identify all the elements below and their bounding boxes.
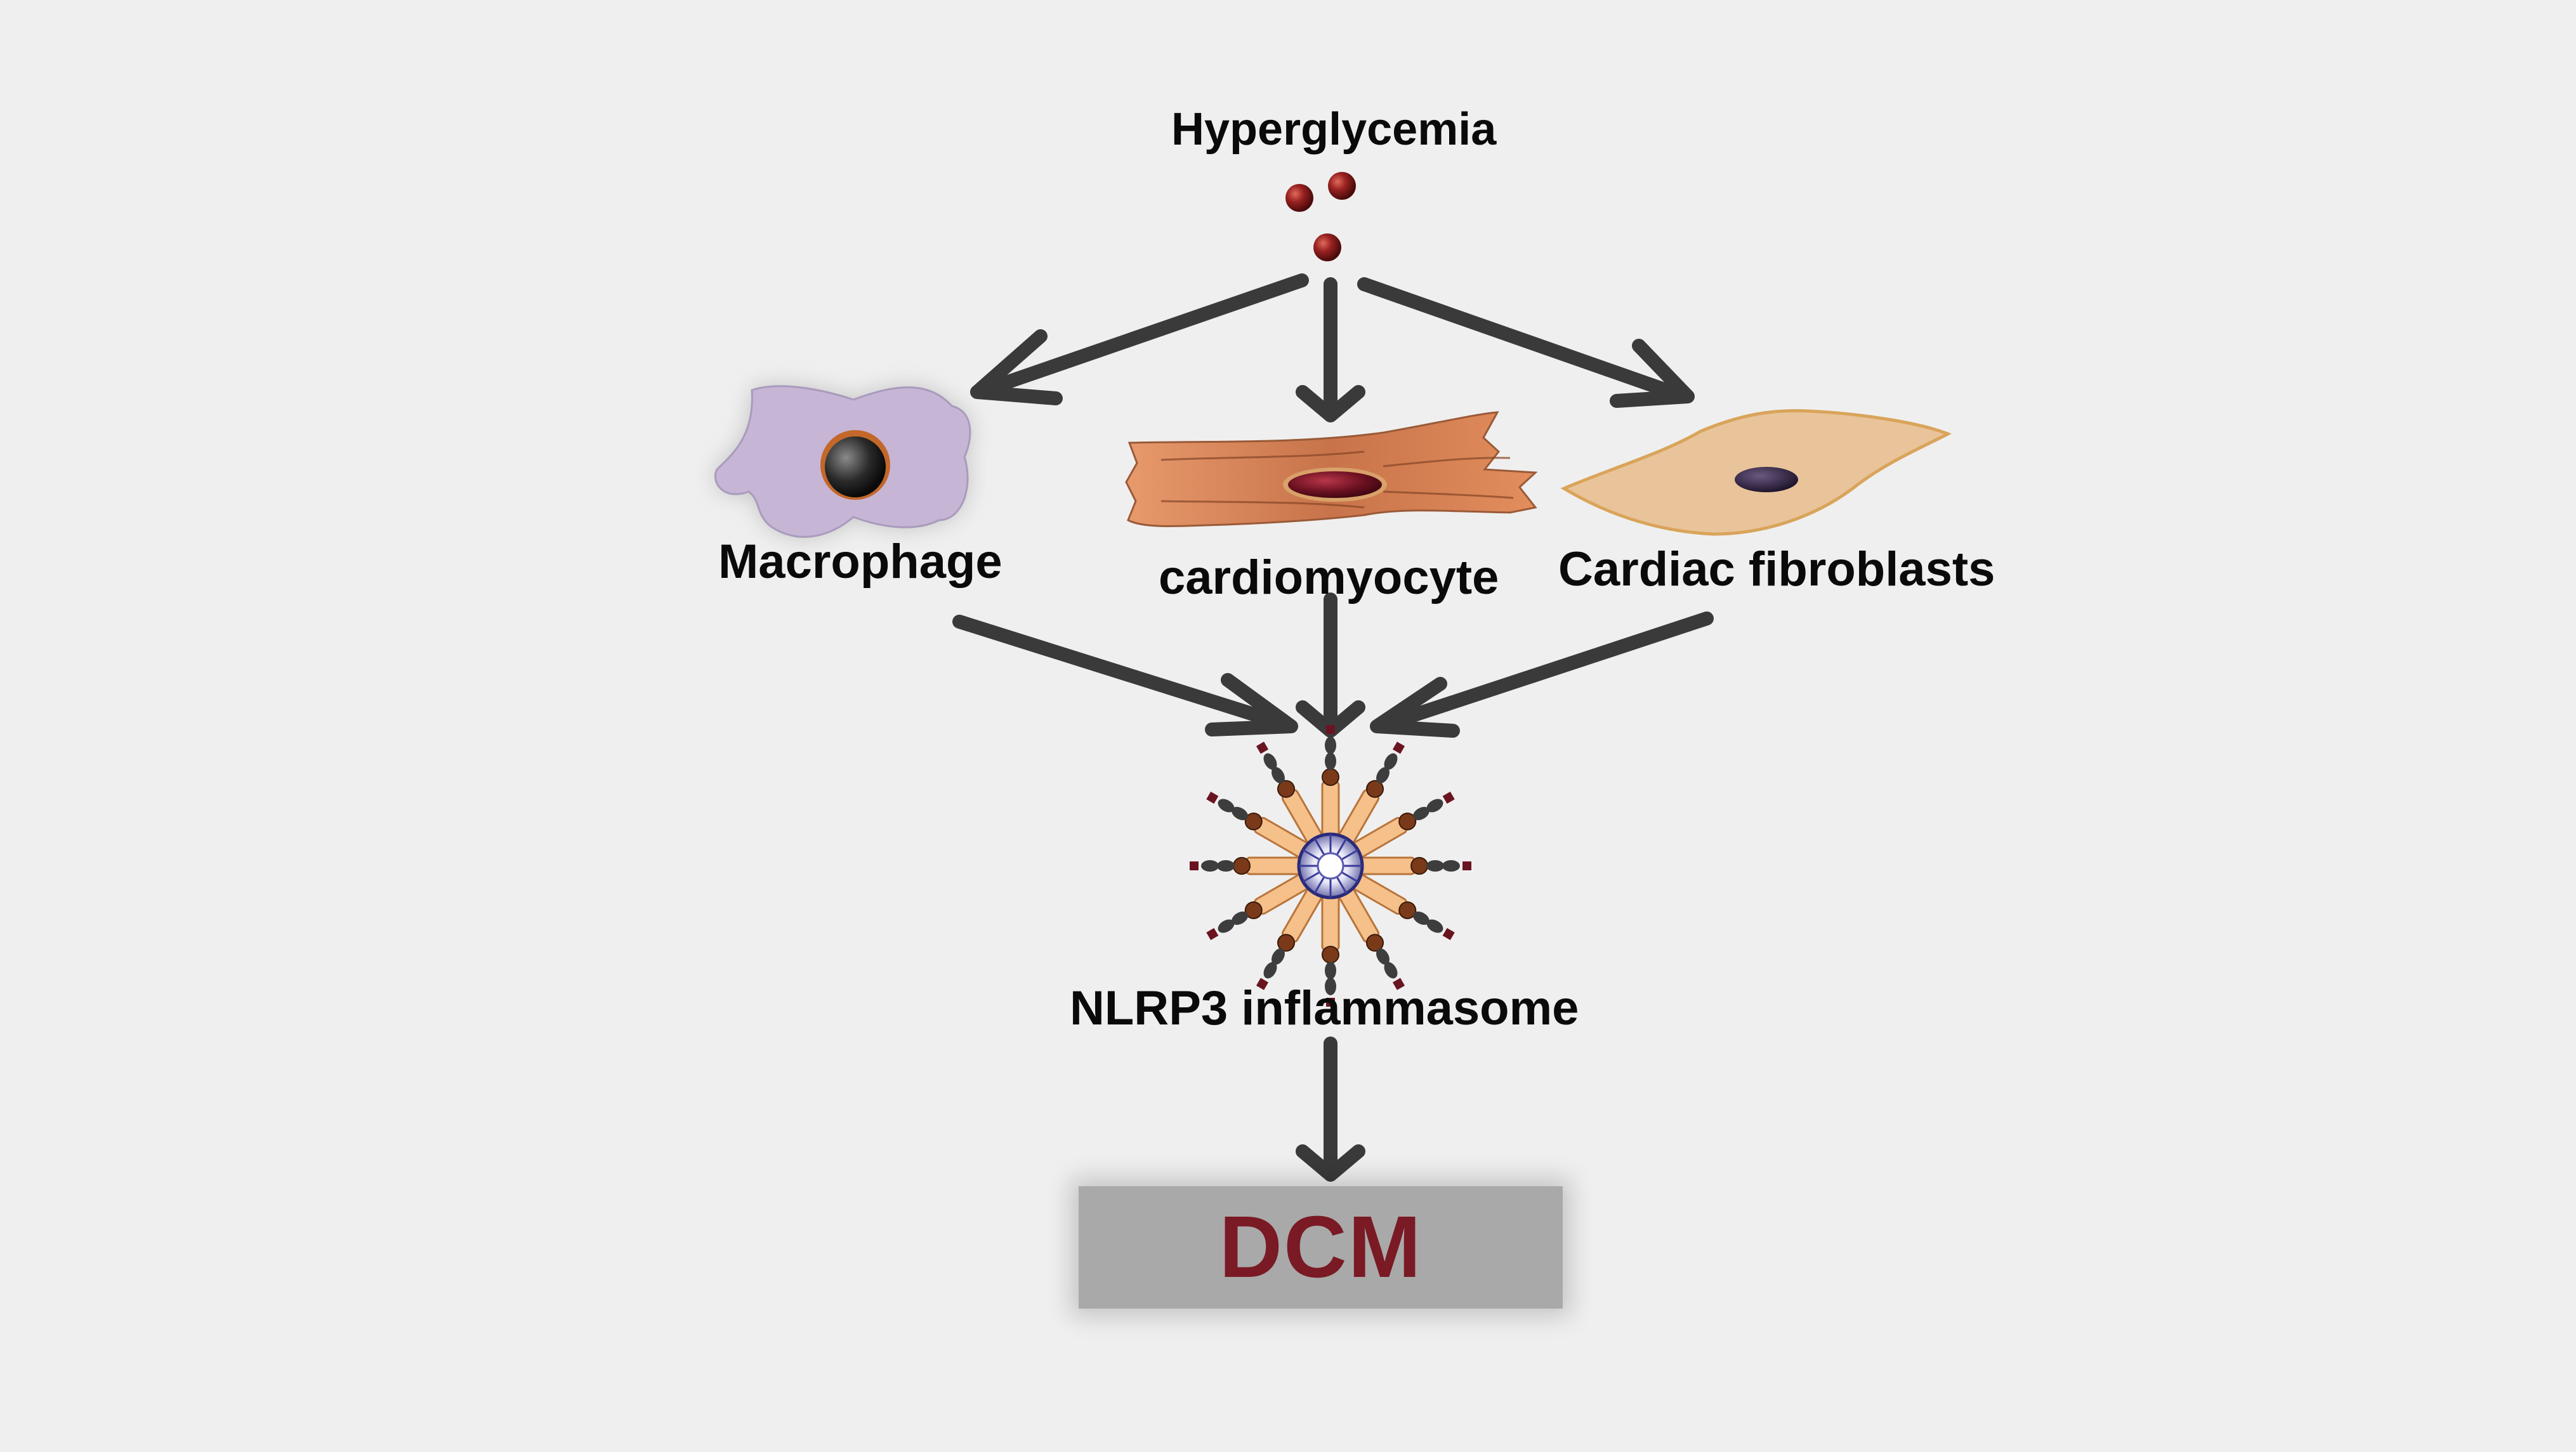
glucose-dots-icon xyxy=(1285,172,1356,261)
nlrp3-inflammasome-label: NLRP3 inflammasome xyxy=(1070,981,1579,1035)
arrow-hyperglycemia-to-fibroblast xyxy=(1357,277,1682,400)
arrow-nlrp3-to-dcm xyxy=(1296,1037,1365,1182)
arrows-to-nlrp3 xyxy=(952,592,1714,738)
cardiomyocyte-label: cardiomyocyte xyxy=(1159,551,1499,605)
inflammasome-arm xyxy=(1256,742,1324,845)
inflammasome-core-spoke xyxy=(1313,876,1325,894)
arrow-head-nlrp3-left xyxy=(1205,673,1298,736)
macrophage-label: Macrophage xyxy=(718,535,1002,589)
inflammasome-core-spoke xyxy=(1313,837,1325,856)
arrow-macrophage-to-nlrp3 xyxy=(952,615,1289,730)
inflammasome-arm xyxy=(1358,856,1471,875)
inflammasome-arm xyxy=(1206,791,1310,859)
arrow-fibroblast-to-nlrp3 xyxy=(1383,612,1714,730)
fibroblast-cell-icon xyxy=(1560,409,1952,536)
inflammasome-arm xyxy=(1321,725,1340,839)
inflammasome-arm xyxy=(1351,873,1455,941)
inflammasome-core-spoke xyxy=(1336,837,1348,856)
arrow-hyperglycemia-to-macrophage xyxy=(983,273,1309,395)
arrow-head-nlrp3-right xyxy=(1370,677,1460,738)
inflammasome-core-spoke xyxy=(1336,876,1348,894)
inflammasome-arm xyxy=(1206,873,1310,941)
hyperglycemia-label: Hyperglycemia xyxy=(1171,104,1497,155)
arrows-from-hyperglycemia xyxy=(970,273,1695,422)
dcm-box: DCM xyxy=(1079,1186,1563,1309)
arrow-head-cardiomyocyte xyxy=(1296,385,1365,422)
arrow-head-fibroblast xyxy=(1610,339,1695,408)
inflammasome-arm xyxy=(1190,856,1303,875)
inflammasome-core-spoke xyxy=(1341,849,1359,861)
nlrp3-inflammasome-icon xyxy=(1190,725,1471,1007)
inflammasome-core-center xyxy=(1317,852,1344,880)
dcm-label: DCM xyxy=(1219,1198,1423,1296)
inflammasome-arm xyxy=(1256,887,1324,990)
macrophage-cell-icon xyxy=(714,385,971,538)
cardiomyocyte-cell-icon xyxy=(1125,411,1538,527)
inflammasome-core-spoke xyxy=(1341,871,1359,883)
inflammasome-core-spoke xyxy=(1302,849,1320,861)
inflammasome-core-spoke xyxy=(1302,871,1320,883)
arrow-head-macrophage xyxy=(970,329,1063,405)
inflammasome-arm xyxy=(1337,742,1405,845)
cardiac-fibroblasts-label: Cardiac fibroblasts xyxy=(1558,542,1995,596)
